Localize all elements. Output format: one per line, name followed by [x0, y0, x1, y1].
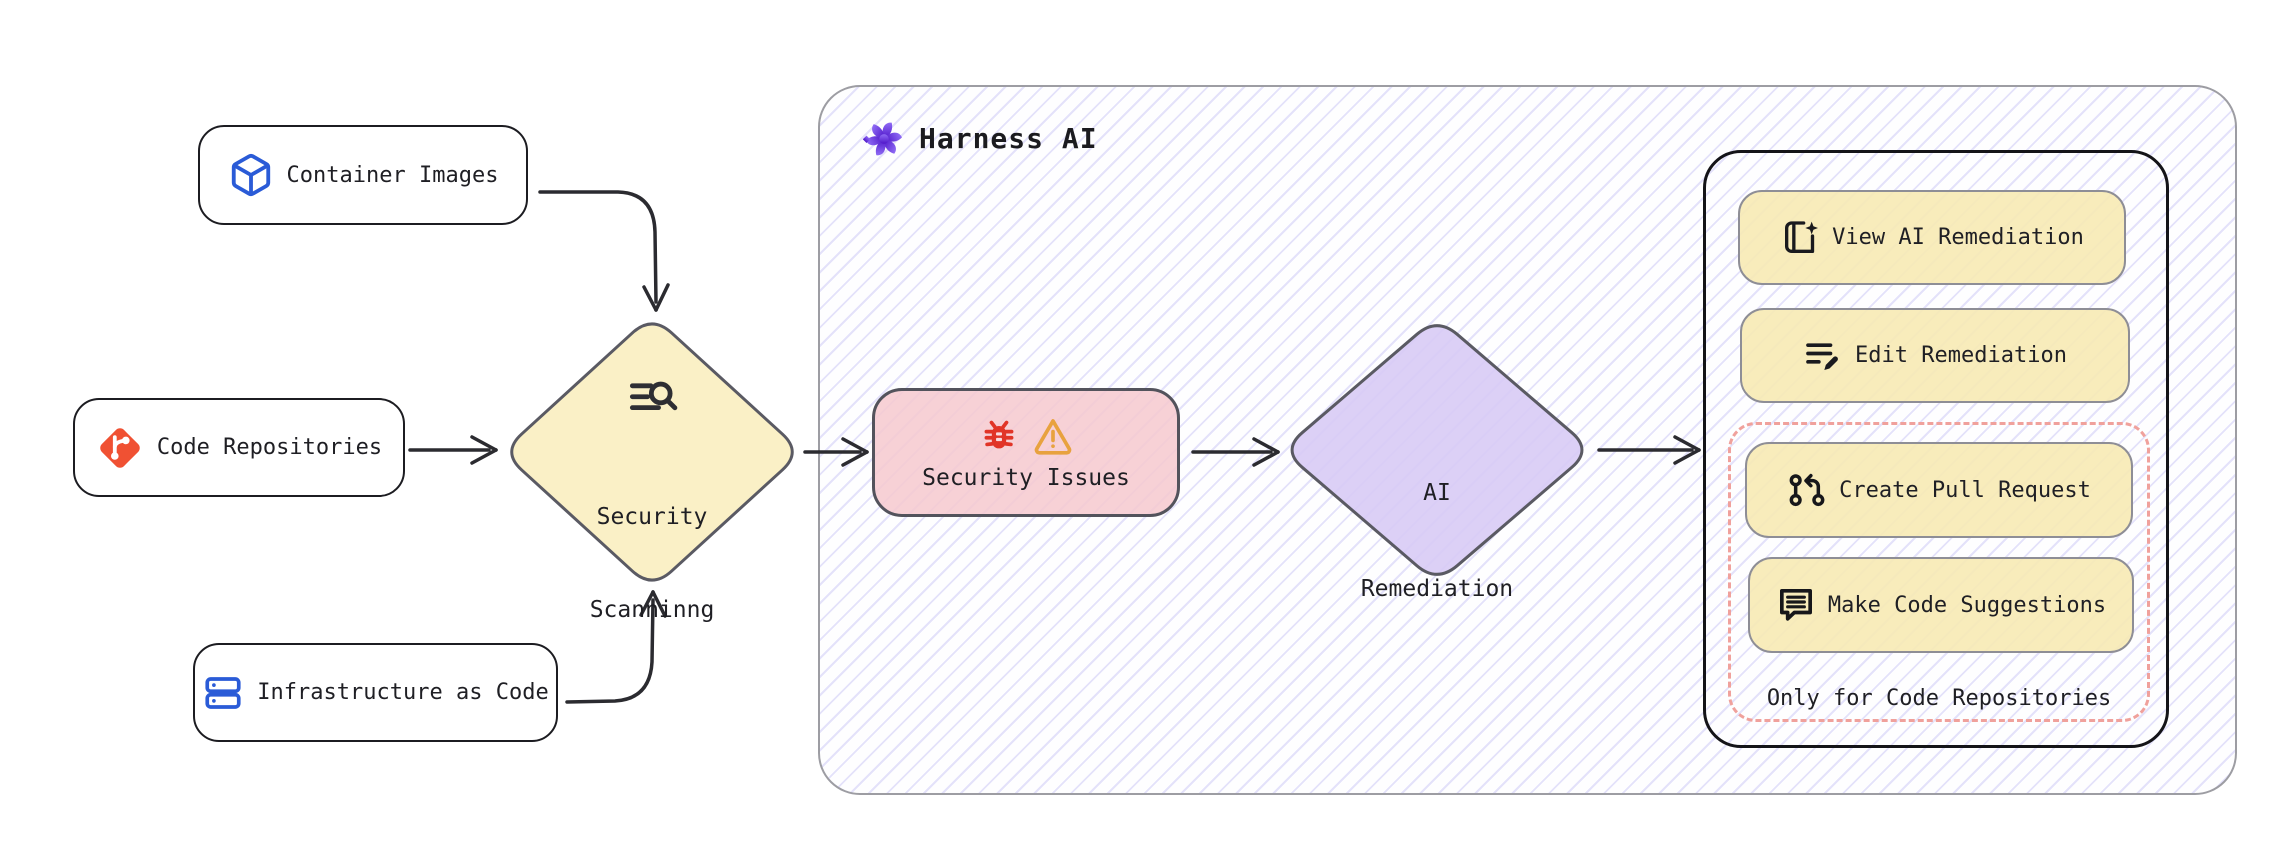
node-label: Code Repositories	[156, 435, 383, 460]
button-label: Make Code Suggestions	[1827, 592, 2107, 618]
repo-only-group	[1728, 422, 2150, 722]
message-lines-icon	[1776, 585, 1816, 625]
git-icon	[96, 424, 144, 472]
server-stack-icon	[202, 672, 244, 714]
make-code-suggestions-button: Make Code Suggestions	[1748, 557, 2134, 653]
security-issues-label: Security Issues	[922, 464, 1130, 491]
git-pull-request-icon	[1787, 470, 1827, 510]
node-security-issues: Security Issues	[872, 388, 1180, 517]
button-label: Edit Remediation	[1855, 343, 2067, 368]
remediation-actions-panel	[1703, 150, 2169, 748]
container-cube-icon	[228, 152, 274, 198]
node-code-repositories: Code Repositories	[73, 398, 405, 497]
bug-icon	[978, 415, 1020, 457]
view-ai-remediation-button: View AI Remediation	[1738, 190, 2126, 285]
create-pull-request-button: Create Pull Request	[1745, 442, 2133, 538]
list-pencil-icon	[1803, 336, 1843, 376]
button-label: Create Pull Request	[1839, 477, 2091, 503]
node-infrastructure-as-code: Infrastructure as Code	[193, 643, 558, 742]
arrow-container-images-to-scan	[538, 190, 670, 312]
security-scanning-label: Security Scanninng	[589, 504, 715, 623]
harness-ai-header: Harness AI	[861, 115, 1098, 161]
edit-remediation-button: Edit Remediation	[1740, 308, 2130, 403]
arrow-code-repos-to-scan	[408, 435, 498, 465]
issues-icon-row	[978, 415, 1074, 457]
button-label: View AI Remediation	[1832, 225, 2084, 250]
node-label: Infrastructure as Code	[257, 680, 549, 705]
text-search-icon	[625, 376, 679, 424]
harness-flower-icon	[861, 115, 907, 161]
warning-triangle-icon	[1032, 415, 1074, 457]
book-sparkle-icon	[1780, 218, 1820, 258]
ai-remediation-label: AI Remediation	[1360, 480, 1514, 602]
repo-only-note: Only for Code Repositories	[1766, 686, 2112, 711]
harness-ai-title: Harness AI	[919, 121, 1098, 155]
node-label: Container Images	[286, 162, 499, 188]
node-container-images: Container Images	[198, 125, 528, 225]
